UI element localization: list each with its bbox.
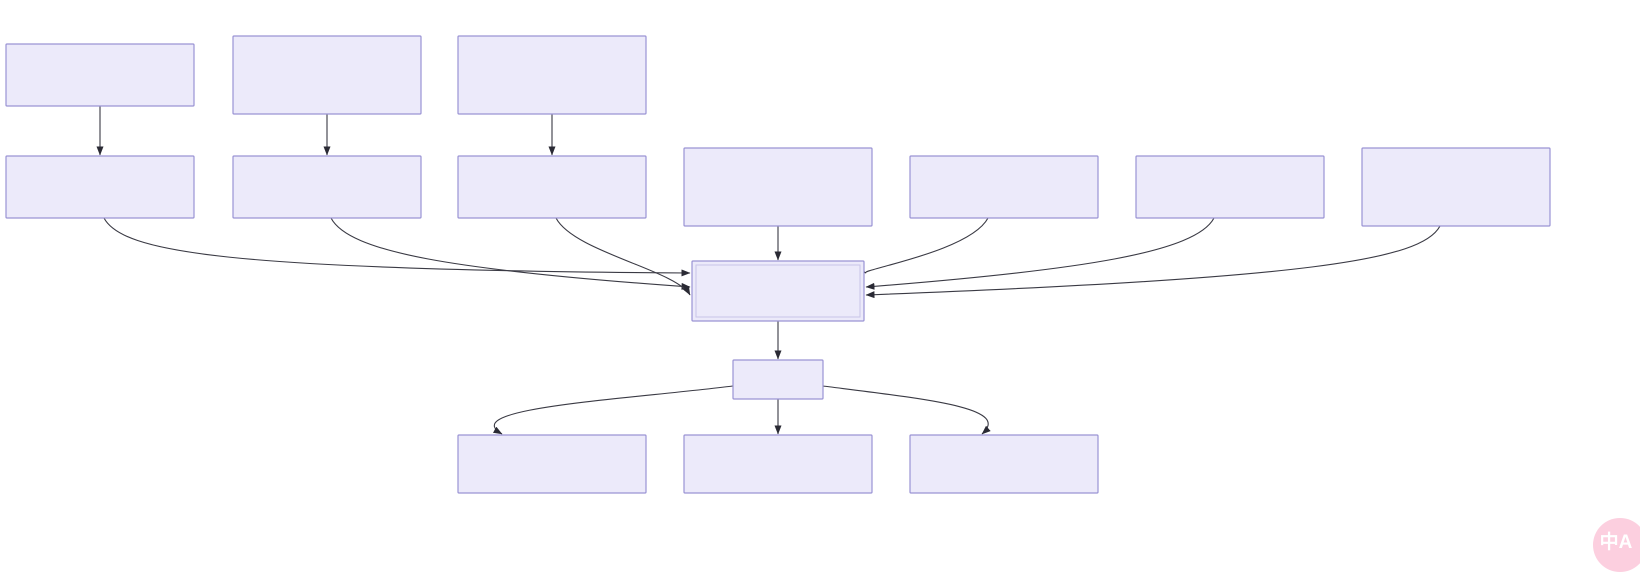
edge-exp-to-r3 <box>818 384 991 435</box>
node-box <box>732 359 824 400</box>
flow-node-n10[interactable] <box>1361 147 1551 227</box>
node-box <box>683 434 873 494</box>
watermark: 中A <box>1593 518 1640 572</box>
node-box <box>5 43 195 107</box>
flow-node-n1[interactable] <box>5 43 195 107</box>
node-box-inner <box>695 264 861 318</box>
edge-n5-to-core <box>330 217 691 290</box>
flow-node-n5[interactable] <box>232 155 422 219</box>
flow-node-r1[interactable] <box>457 434 647 494</box>
node-box <box>232 155 422 219</box>
node-box <box>457 35 647 115</box>
node-box <box>457 155 647 219</box>
flow-node-n8[interactable] <box>909 155 1099 219</box>
node-box <box>909 434 1099 494</box>
node-box <box>1135 155 1325 219</box>
edge-n4-to-core <box>103 217 691 277</box>
flow-node-n9[interactable] <box>1135 155 1325 219</box>
nodes-layer <box>5 35 1551 494</box>
edges-layer <box>96 106 1441 435</box>
node-box <box>691 260 865 322</box>
flow-node-exp[interactable] <box>732 359 824 400</box>
flow-node-n4[interactable] <box>5 155 195 219</box>
edge-exp-to-r1 <box>492 384 738 435</box>
flow-node-n6[interactable] <box>457 155 647 219</box>
edge-n10-to-core <box>865 225 1441 299</box>
watermark-label: 中A <box>1600 530 1633 553</box>
node-box <box>683 147 873 227</box>
node-box <box>1361 147 1551 227</box>
flow-node-n7[interactable] <box>683 147 873 227</box>
watermark-circle <box>1593 518 1640 572</box>
flow-node-r3[interactable] <box>909 434 1099 494</box>
flow-node-core[interactable] <box>691 260 865 322</box>
edge-n8-to-core <box>856 217 989 274</box>
node-box <box>5 155 195 219</box>
flow-node-r2[interactable] <box>683 434 873 494</box>
edge-n9-to-core <box>865 217 1215 290</box>
flow-node-n3[interactable] <box>457 35 647 115</box>
node-box <box>232 35 422 115</box>
edge-n6-to-core <box>555 217 691 296</box>
flow-node-n2[interactable] <box>232 35 422 115</box>
node-box <box>457 434 647 494</box>
node-box <box>909 155 1099 219</box>
